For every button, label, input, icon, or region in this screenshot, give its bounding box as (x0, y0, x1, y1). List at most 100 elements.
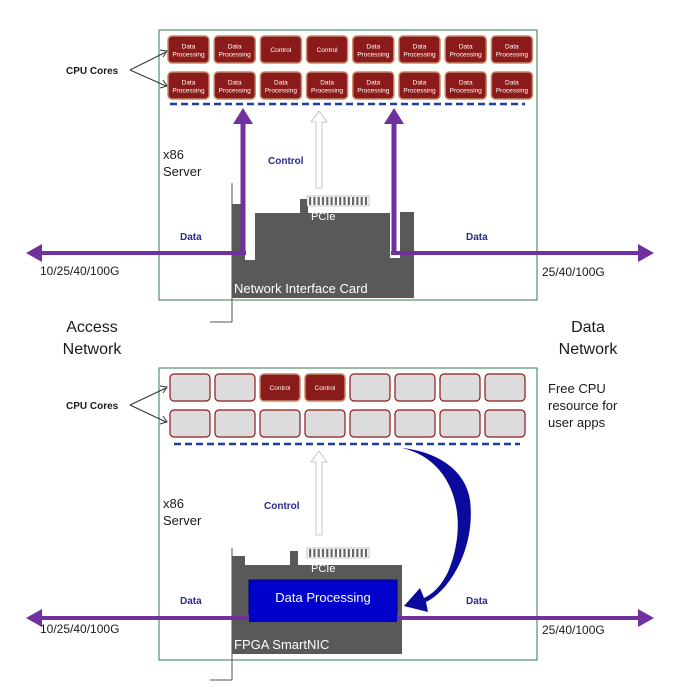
bottom-left-speed: 10/25/40/100G (40, 622, 119, 636)
top-data-left-label: Data (180, 232, 202, 243)
bottom-core-r0-c5 (394, 373, 436, 402)
bottom-core-r0-c7 (484, 373, 526, 402)
top-data-arrowhead-right (384, 108, 404, 124)
bottom-core-r0-c6 (439, 373, 481, 402)
bottom-pcie-connector (306, 547, 370, 559)
pcie-pin (334, 549, 337, 557)
top-core-label-r0-c7-1: Processing (496, 52, 529, 59)
bottom-core-r1-c3 (304, 409, 346, 438)
top-core-label-r1-c6-0: Data (459, 80, 473, 87)
top-core-label-r0-c3-0: Control (317, 47, 339, 54)
free-cpu-label-1: Free CPU (548, 381, 606, 396)
bottom-data-right-label: Data (466, 596, 488, 607)
top-core-label-r1-c5-1: Processing (403, 88, 436, 95)
bottom-server-label-1: x86 (163, 496, 184, 511)
bottom-data-left-label: Data (180, 596, 202, 607)
access-network-label-2: Network (63, 341, 123, 358)
top-core-label-r0-c6-0: Data (459, 44, 473, 51)
top-server-label-2: Server (163, 164, 202, 179)
pcie-pin (326, 197, 329, 205)
pcie-pin (339, 197, 342, 205)
top-core-r0-c1 (213, 35, 256, 64)
pcie-pin (309, 549, 312, 557)
top-core-r0-c0 (167, 35, 210, 64)
top-core-label-r1-c0-1: Processing (172, 88, 205, 95)
top-nic-label: Network Interface Card (234, 281, 368, 296)
pcie-pin (321, 197, 325, 205)
top-core-r0-c7 (490, 35, 534, 64)
top-core-r0-c5 (398, 35, 441, 64)
top-core-r1-c6 (444, 71, 487, 100)
top-data-path (240, 122, 397, 252)
top-data-right-label: Data (466, 232, 488, 243)
pcie-pin (343, 197, 346, 205)
bottom-core-r1-c5 (394, 409, 436, 438)
bottom-server-label-2: Server (163, 513, 202, 528)
bottom-cpu-cores: Control Control (169, 373, 526, 438)
bottom-core-r1-c1 (214, 409, 256, 438)
top-data-arrowhead-left (233, 108, 253, 124)
top-core-label-r0-c7-0: Data (505, 44, 519, 51)
top-right-arrowhead (638, 244, 654, 262)
top-core-r0-c6 (444, 35, 487, 64)
bottom-core-label-r0-c2-0: Control (270, 385, 292, 392)
fpga-link-segment (249, 614, 397, 622)
top-control-label: Control (268, 156, 304, 167)
bottom-left-arrowhead (26, 609, 42, 627)
pcie-pin (352, 197, 355, 205)
smartnic-label: FPGA SmartNIC (234, 637, 329, 652)
top-core-label-r0-c4-1: Processing (357, 52, 390, 59)
pcie-pin (334, 197, 337, 205)
top-server-box (158, 29, 538, 301)
top-core-label-r0-c4-0: Data (366, 44, 380, 51)
top-pcie-label: PCIe (311, 211, 335, 223)
top-core-label-r1-c7-0: Data (505, 80, 519, 87)
top-core-label-r1-c1-0: Data (228, 80, 242, 87)
top-core-r0-c3 (305, 35, 349, 64)
pcie-pin (352, 549, 355, 557)
top-core-label-r0-c1-0: Data (228, 44, 242, 51)
pcie-pin (321, 549, 325, 557)
pcie-pin (343, 549, 346, 557)
top-nic-card (232, 199, 414, 298)
top-core-label-r1-c3-1: Processing (311, 88, 344, 95)
bottom-pcie-label: PCIe (311, 563, 335, 575)
bottom-core-r1-c2 (259, 409, 301, 438)
pcie-pin (356, 549, 359, 557)
pcie-pin (356, 197, 359, 205)
bottom-server-box (158, 367, 538, 661)
top-left-speed: 10/25/40/100G (40, 264, 119, 278)
top-core-label-r1-c4-0: Data (366, 80, 380, 87)
bottom-right-arrowhead (638, 609, 654, 627)
pcie-pin (360, 549, 363, 557)
top-core-label-r1-c6-1: Processing (450, 88, 483, 95)
top-core-label-r0-c0-0: Data (182, 44, 196, 51)
top-core-r1-c1 (213, 71, 256, 100)
pcie-pin (313, 197, 316, 205)
top-core-label-r0-c6-1: Processing (450, 52, 483, 59)
top-core-label-r0-c5-1: Processing (403, 52, 436, 59)
top-core-label-r0-c5-0: Data (413, 44, 427, 51)
bottom-core-label-r0-c3-0: Control (315, 385, 337, 392)
pcie-pin (339, 549, 342, 557)
top-cpu-pointer (129, 49, 168, 89)
pcie-pin (364, 197, 368, 205)
bottom-core-r0-c1 (214, 373, 256, 402)
bottom-core-r1-c6 (439, 409, 481, 438)
top-core-label-r1-c4-1: Processing (357, 88, 390, 95)
network-labels: Access Network Data Network (63, 319, 619, 358)
pcie-pin (309, 197, 312, 205)
top-right-speed: 25/40/100G (542, 265, 605, 279)
top-control-arrow (310, 110, 328, 189)
offload-curved-arrow (402, 448, 471, 612)
bottom-core-r0-c4 (349, 373, 391, 402)
data-network-label-2: Network (559, 341, 619, 358)
top-server-label-1: x86 (163, 147, 184, 162)
pcie-pin (313, 549, 316, 557)
bottom-core-r0-c2 (259, 373, 301, 402)
top-core-label-r1-c0-0: Data (182, 80, 196, 87)
